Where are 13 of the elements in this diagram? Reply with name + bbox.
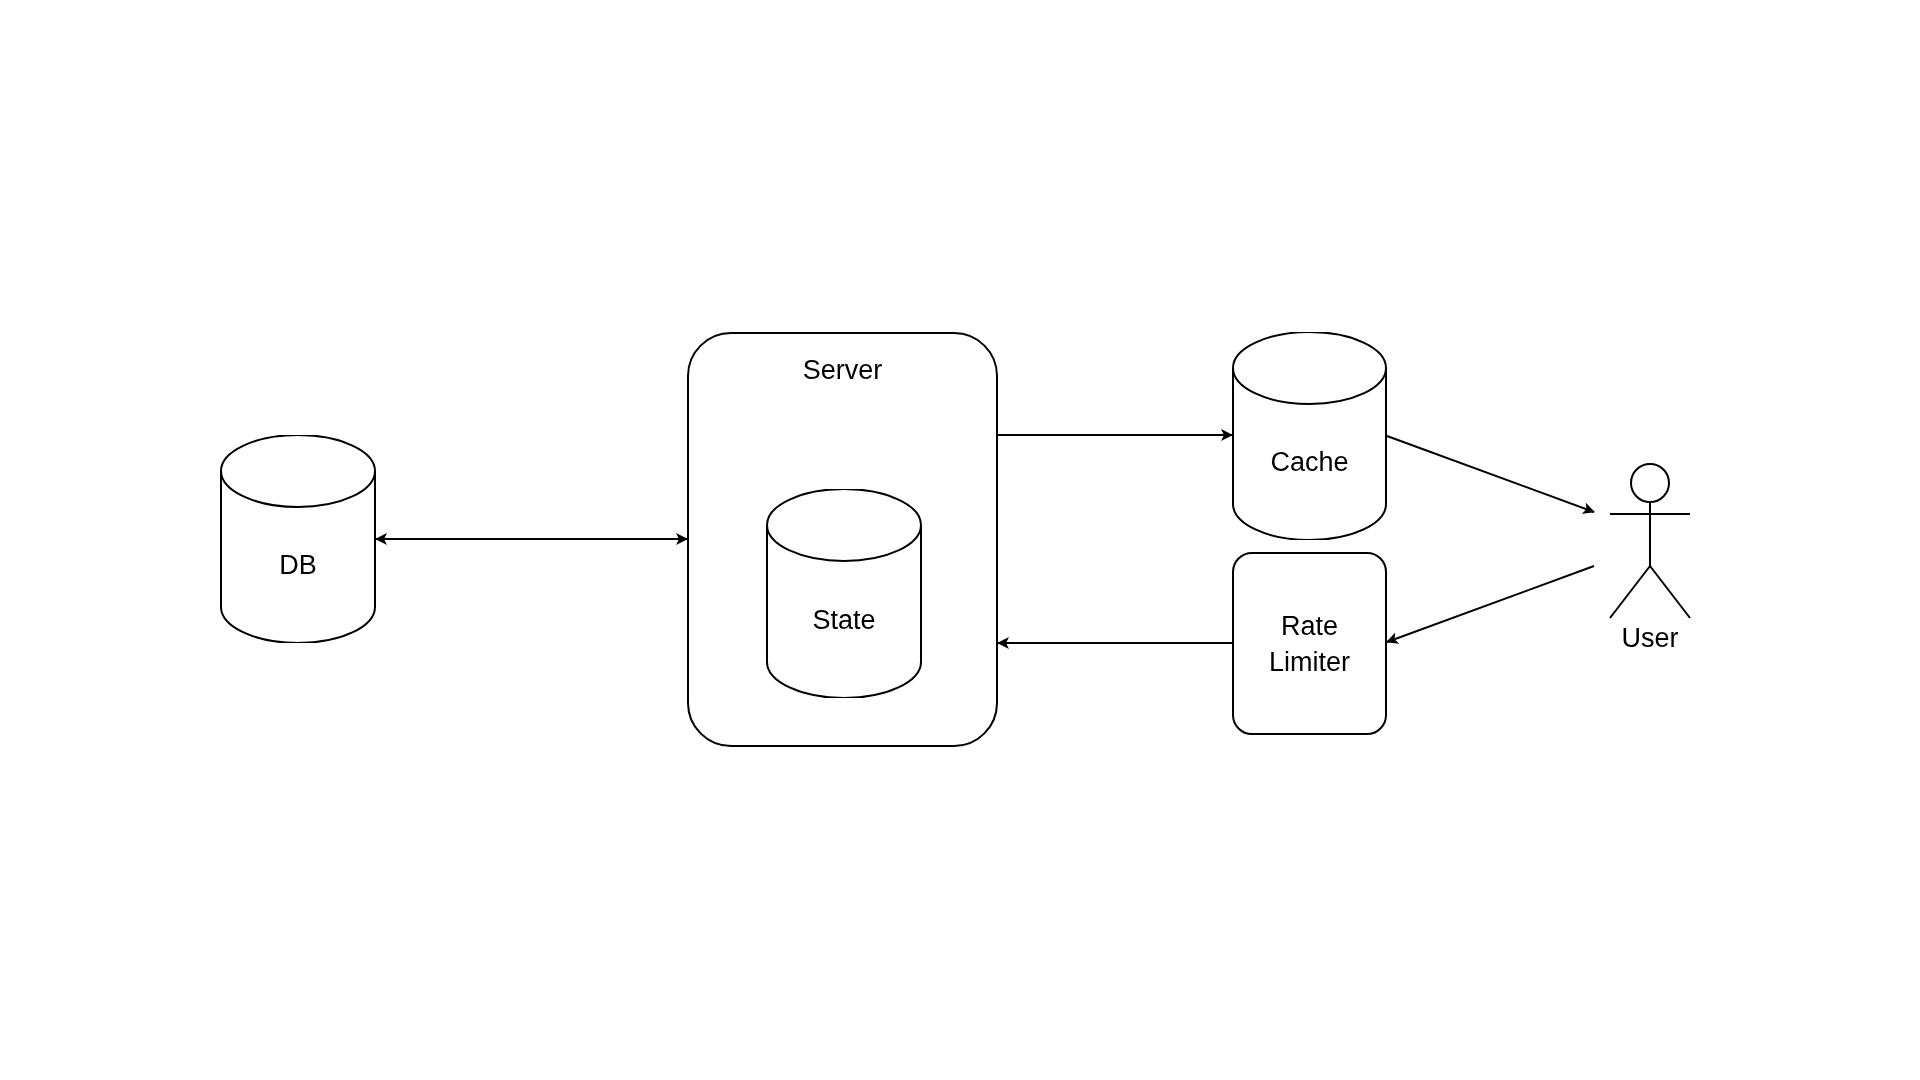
arrow bbox=[1386, 565, 1595, 644]
node-label: DB bbox=[279, 549, 317, 582]
node-label: User bbox=[1621, 622, 1679, 655]
server-container bbox=[687, 332, 998, 747]
node-label: Rate Limiter bbox=[1268, 609, 1351, 679]
node-label: Server bbox=[802, 354, 883, 387]
node-label: State bbox=[812, 603, 876, 637]
node-label: Cache bbox=[1270, 446, 1349, 479]
arrow bbox=[1386, 435, 1595, 514]
arrow bbox=[375, 533, 688, 545]
process-box bbox=[1232, 552, 1387, 735]
arrow bbox=[997, 637, 1233, 649]
arrow bbox=[997, 429, 1233, 441]
